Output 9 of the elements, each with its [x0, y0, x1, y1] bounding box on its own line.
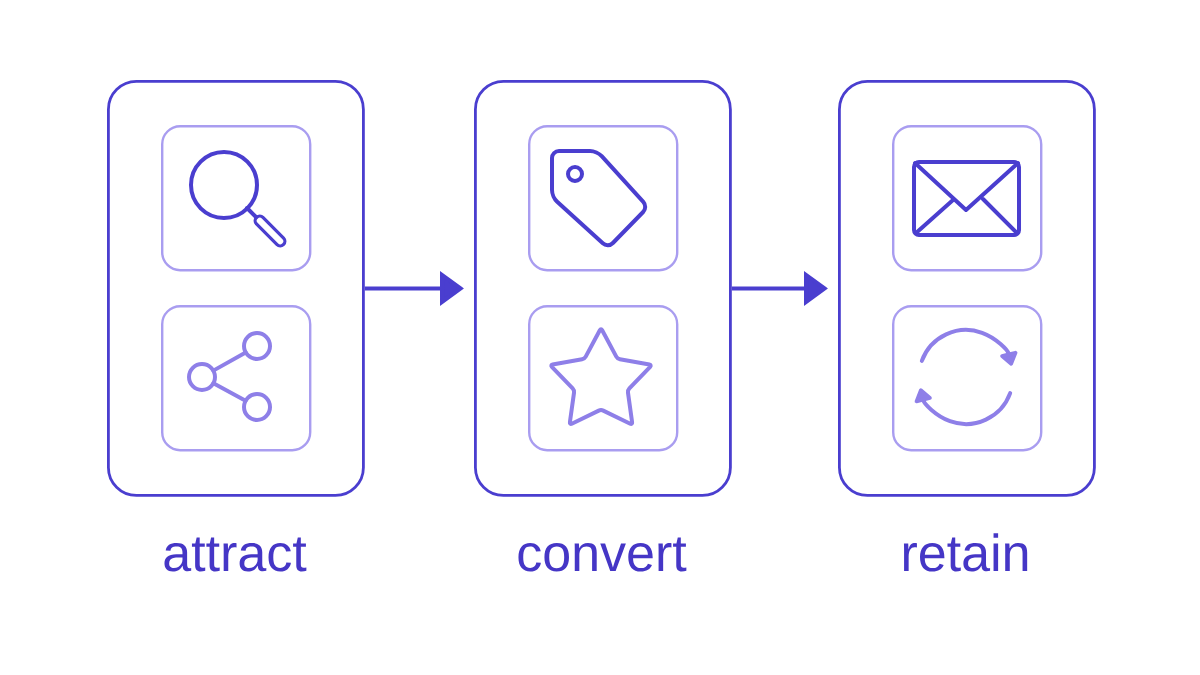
stage-label: attract — [164, 537, 307, 572]
icon-tile — [892, 125, 1043, 272]
stage-label: convert — [518, 537, 687, 572]
icon-tile — [528, 125, 679, 272]
icon-tile — [161, 125, 312, 272]
icon-tile — [161, 305, 312, 452]
icon-tile — [528, 305, 679, 452]
icon-tile — [892, 305, 1043, 452]
stage-label: retain — [903, 533, 1028, 572]
